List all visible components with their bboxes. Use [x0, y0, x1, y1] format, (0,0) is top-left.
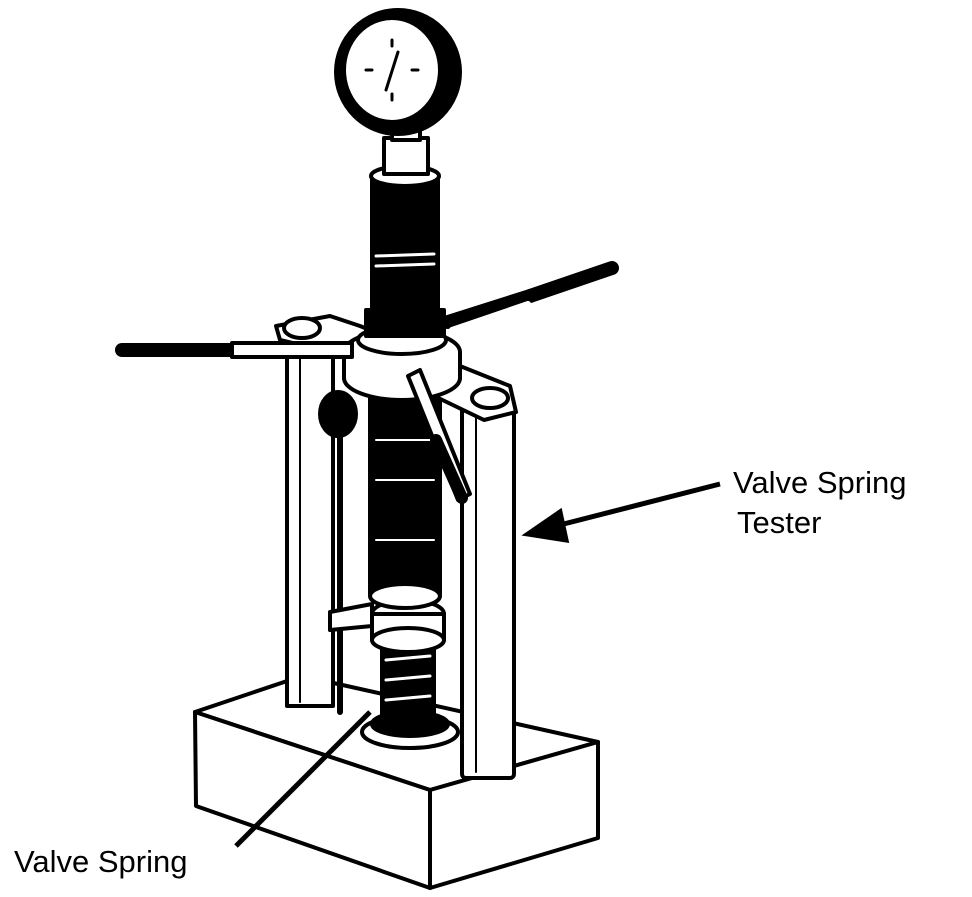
right-post: [460, 398, 516, 780]
clamp-knob: [318, 390, 358, 438]
handle-bars: [115, 261, 619, 359]
upper-shaft: [364, 164, 446, 338]
spring-leader-line: [234, 710, 372, 848]
compression-plate: [328, 598, 446, 654]
tester-leader-arrow: [521, 481, 721, 544]
dial-gauge: [334, 8, 462, 136]
tester-label-line1: Valve Spring: [733, 465, 907, 500]
spring-label: Valve Spring: [14, 844, 188, 879]
side-lever: [406, 368, 472, 504]
tester-label-line2: Tester: [737, 505, 822, 540]
